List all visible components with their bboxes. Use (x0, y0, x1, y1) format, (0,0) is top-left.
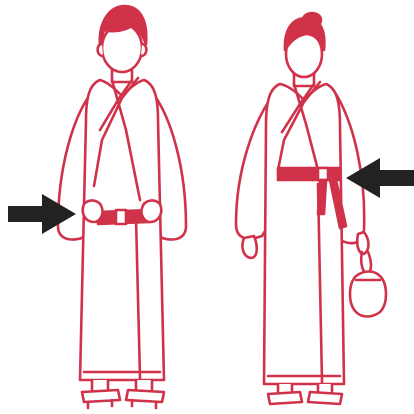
man-obi-knot (116, 210, 126, 224)
woman-obi-tail-1 (318, 180, 326, 214)
woman-obi-knot (318, 168, 328, 180)
man-robe (80, 80, 164, 380)
woman-figure (236, 13, 386, 404)
man-left-geta (82, 390, 120, 408)
man-right-hand (141, 201, 161, 222)
woman-hair-bun (303, 13, 321, 27)
kinchaku-bag-icon (350, 272, 386, 317)
woman-left-geta (268, 392, 302, 404)
man-left-hand (83, 201, 103, 222)
man-right-geta (126, 390, 164, 408)
woman-left-hand (242, 236, 256, 258)
man-figure (58, 6, 186, 408)
woman-robe (264, 84, 344, 384)
woman-right-geta (308, 392, 342, 404)
woman-obi (278, 168, 340, 180)
woman-right-hand (357, 232, 368, 254)
